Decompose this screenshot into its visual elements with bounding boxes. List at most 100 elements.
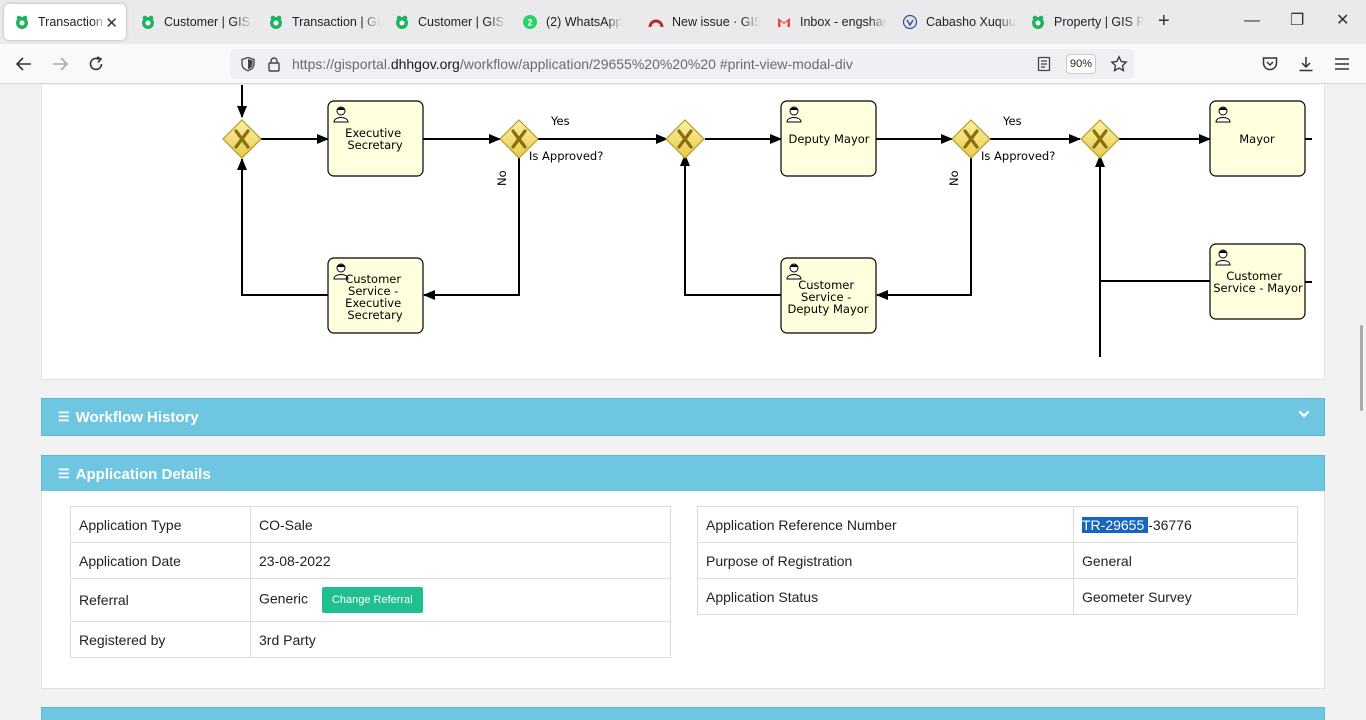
forward-icon[interactable] bbox=[50, 54, 70, 74]
issue-tracker-icon bbox=[648, 14, 664, 30]
tab-gmail-inbox[interactable]: Inbox - engshar bbox=[766, 4, 888, 40]
close-tab-icon[interactable]: ✕ bbox=[105, 15, 118, 32]
task-label: Service - bbox=[348, 284, 398, 298]
application-details-left-table: Application Type CO-Sale Application Dat… bbox=[70, 506, 671, 658]
edge-label-no: No bbox=[947, 170, 961, 186]
task-customer-service-executive-secretary: Customer Service - Executive Secretary bbox=[327, 257, 424, 334]
tab-title: Inbox - engshar bbox=[800, 15, 887, 29]
url-path: /workflow/application/29655%20%20%20 #pr… bbox=[459, 56, 853, 72]
tab-cabasho-xuquuq[interactable]: Cabasho Xuquuq bbox=[892, 4, 1016, 40]
tab-whatsapp[interactable]: 2 (2) WhatsApp bbox=[512, 4, 634, 40]
field-label: Referral bbox=[70, 578, 251, 622]
exclusive-gateway-2 bbox=[664, 118, 706, 160]
field-label: Application Type bbox=[70, 506, 251, 543]
exclusive-gateway-1 bbox=[221, 118, 263, 160]
table-row: Application Reference Number TR-29655 -3… bbox=[697, 506, 1298, 543]
svg-text:Executive Secretary: Executive Secretary bbox=[345, 126, 405, 152]
field-value: 3rd Party bbox=[250, 621, 671, 658]
edge-label-yes: Yes bbox=[1002, 114, 1022, 128]
field-label: Application Reference Number bbox=[697, 506, 1074, 543]
tab-title: Customer | GIS Portal bbox=[164, 15, 252, 29]
downloads-icon[interactable] bbox=[1296, 54, 1316, 74]
change-referral-button[interactable]: Change Referral bbox=[321, 587, 423, 613]
application-details-title: Application Details bbox=[75, 465, 211, 483]
tab-new-issue[interactable]: New issue · GIS bbox=[638, 4, 760, 40]
list-icon: ☰ bbox=[58, 466, 70, 481]
task-label: Deputy Mayor bbox=[788, 132, 869, 146]
pocket-icon[interactable] bbox=[1260, 54, 1280, 74]
tab-customer-1[interactable]: Customer | GIS Portal bbox=[130, 4, 252, 40]
exclusive-gateway-3 bbox=[1079, 118, 1121, 160]
gateway-label-is-approved: Is Approved? bbox=[529, 149, 603, 163]
task-label: Secretary bbox=[347, 308, 403, 322]
edge-label-yes: Yes bbox=[550, 114, 570, 128]
field-value: Generic bbox=[259, 590, 309, 607]
browser-tab-bar: Transaction | GIS Portal ✕ Customer | GI… bbox=[0, 0, 1366, 44]
edge-label-no: No bbox=[495, 170, 509, 186]
field-value: General bbox=[1073, 542, 1298, 579]
tab-title: (2) WhatsApp bbox=[546, 15, 623, 29]
reference-number-value: TR-29655 -36776 bbox=[1073, 506, 1298, 543]
browser-toolbar: https://gisportal.dhhgov.org/workflow/ap… bbox=[0, 44, 1366, 84]
task-label: Executive bbox=[345, 126, 401, 140]
workflow-history-header[interactable]: ☰ Workflow History bbox=[41, 398, 1325, 436]
tab-property[interactable]: Property | GIS Portal bbox=[1020, 4, 1144, 40]
table-row: Application Type CO-Sale bbox=[70, 506, 671, 543]
gis-portal-icon bbox=[140, 14, 156, 30]
gmail-icon bbox=[776, 14, 792, 30]
table-row: Referral Generic Change Referral bbox=[70, 578, 671, 622]
table-row: Application Date 23-08-2022 bbox=[70, 542, 671, 579]
field-value: 23-08-2022 bbox=[250, 542, 671, 579]
menu-icon[interactable] bbox=[1332, 54, 1352, 74]
list-icon: ☰ bbox=[58, 409, 70, 424]
minimize-icon[interactable]: — bbox=[1244, 12, 1260, 29]
gis-portal-icon bbox=[394, 14, 410, 30]
reader-view-icon[interactable] bbox=[1036, 56, 1052, 77]
shield-icon[interactable] bbox=[240, 56, 256, 77]
table-row: Purpose of Registration General bbox=[697, 542, 1298, 579]
workflow-history-title: Workflow History bbox=[75, 408, 199, 426]
task-deputy-mayor: Deputy Mayor bbox=[780, 100, 877, 177]
tab-transaction-active[interactable]: Transaction | GIS Portal ✕ bbox=[4, 4, 126, 40]
page-scrollbar[interactable] bbox=[1360, 325, 1363, 411]
field-value: -36776 bbox=[1148, 516, 1192, 533]
tab-transaction-2[interactable]: Transaction | GIS Portal bbox=[258, 4, 380, 40]
field-label: Application Status bbox=[697, 578, 1074, 615]
svg-text:Customer Service - M: Customer Service - Mayor bbox=[1213, 269, 1303, 295]
task-label: Deputy Mayor bbox=[787, 302, 868, 316]
new-tab-icon[interactable]: + bbox=[1158, 10, 1170, 32]
next-panel-header[interactable] bbox=[41, 707, 1325, 720]
reload-icon[interactable] bbox=[86, 54, 106, 74]
table-row: Registered by 3rd Party bbox=[70, 621, 671, 658]
tab-title: Transaction | GIS Portal bbox=[292, 15, 380, 29]
chevron-down-icon[interactable] bbox=[1298, 408, 1310, 423]
task-label: Customer bbox=[345, 272, 401, 286]
gis-portal-icon bbox=[1030, 14, 1046, 30]
page-content: Executive Secretary Deputy Mayor Mayor bbox=[0, 85, 1366, 720]
svg-text:Mayor: Mayor bbox=[1239, 132, 1275, 146]
zoom-level-badge[interactable]: 90% bbox=[1066, 54, 1096, 74]
task-customer-service-mayor: Customer Service - Mayor bbox=[1209, 243, 1306, 320]
table-row: Application Status Geometer Survey bbox=[697, 578, 1298, 615]
diagram-edges bbox=[237, 85, 1312, 357]
workflow-diagram-card: Executive Secretary Deputy Mayor Mayor bbox=[41, 85, 1325, 380]
restore-icon[interactable]: ❐ bbox=[1290, 12, 1305, 29]
tab-title: Cabasho Xuquuq bbox=[926, 15, 1016, 29]
tab-title: New issue · GIS bbox=[672, 15, 760, 29]
task-customer-service-deputy-mayor: Customer Service - Deputy Mayor bbox=[780, 257, 877, 334]
field-label: Registered by bbox=[70, 621, 251, 658]
lock-icon[interactable] bbox=[266, 56, 282, 77]
referral-cell: Generic Change Referral bbox=[250, 578, 671, 622]
application-details-card: Application Type CO-Sale Application Dat… bbox=[41, 491, 1325, 689]
bookmark-star-icon[interactable] bbox=[1110, 55, 1128, 78]
task-executive-secretary: Executive Secretary bbox=[327, 100, 424, 177]
tab-customer-2[interactable]: Customer | GIS Portal bbox=[384, 4, 506, 40]
whatsapp-icon: 2 bbox=[522, 14, 538, 30]
application-details-header[interactable]: ☰ Application Details bbox=[41, 455, 1325, 493]
address-bar[interactable]: https://gisportal.dhhgov.org/workflow/ap… bbox=[230, 49, 1134, 79]
back-icon[interactable] bbox=[14, 54, 34, 74]
task-label: Service - bbox=[801, 290, 851, 304]
url-text[interactable]: https://gisportal.dhhgov.org/workflow/ap… bbox=[292, 56, 853, 72]
close-window-icon[interactable]: ✕ bbox=[1336, 12, 1350, 29]
field-value: CO-Sale bbox=[250, 506, 671, 543]
